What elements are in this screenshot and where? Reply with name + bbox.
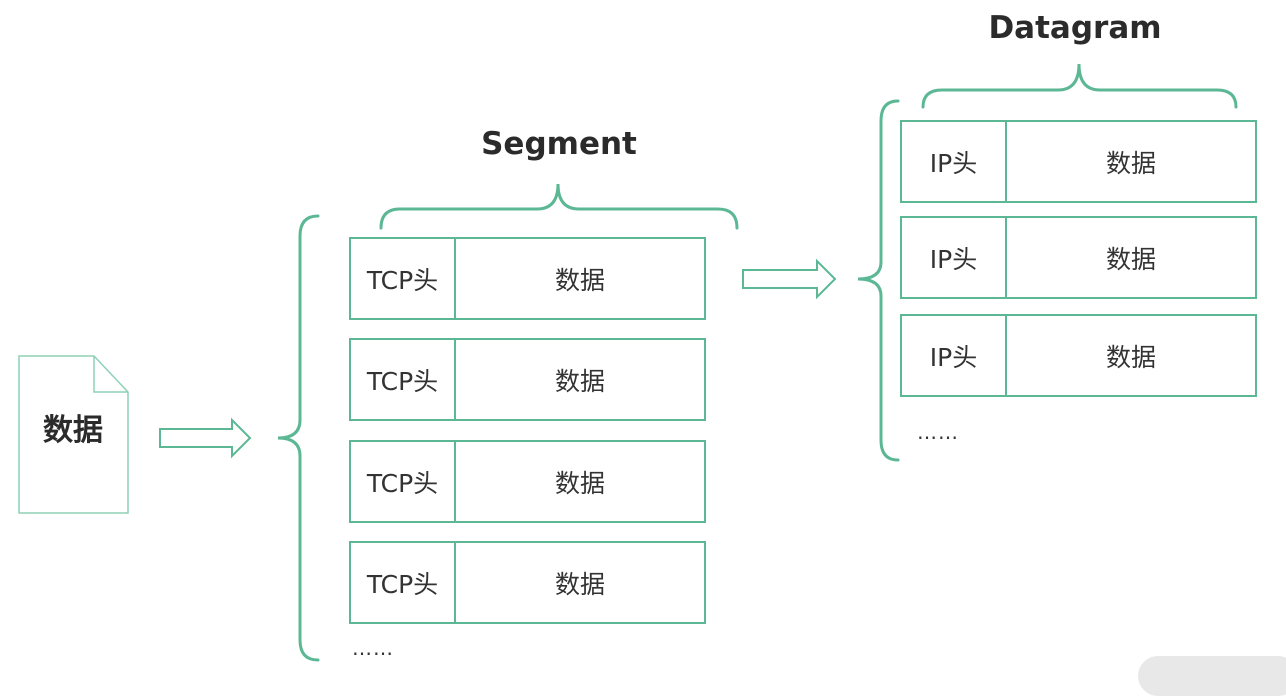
datagram-title: Datagram	[988, 10, 1162, 46]
ip-datagram-row: IP头 数据	[900, 216, 1257, 299]
curly-brace-icon	[921, 63, 1238, 109]
tcp-segment-row: TCP头 数据	[349, 338, 706, 421]
curly-brace-icon	[857, 99, 900, 462]
curly-brace-icon	[379, 183, 739, 230]
ip-data-cell: 数据	[1105, 244, 1156, 274]
tcp-header-cell: TCP头	[351, 543, 456, 622]
document-icon	[18, 355, 129, 514]
ip-datagram-row: IP头 数据	[900, 314, 1257, 397]
ip-header-cell: IP头	[902, 316, 1007, 395]
curly-brace-icon	[277, 214, 320, 662]
tcp-segment-row: TCP头 数据	[349, 440, 706, 523]
diagram-lines	[18, 63, 1238, 662]
ip-data-cell: 数据	[1105, 148, 1156, 178]
ip-data-cell: 数据	[1105, 342, 1156, 372]
right-arrow-icon	[159, 417, 252, 459]
segment-title: Segment	[481, 126, 637, 162]
tcp-segment-row: TCP头 数据	[349, 541, 706, 624]
tcp-header-cell: TCP头	[351, 340, 456, 419]
corner-overlay	[1138, 656, 1286, 696]
tcp-segment-row: TCP头 数据	[349, 237, 706, 320]
source-data-label: 数据	[43, 413, 103, 448]
ip-header-cell: IP头	[902, 218, 1007, 297]
ip-datagram-row: IP头 数据	[900, 120, 1257, 203]
datagram-ellipsis: ……	[917, 420, 959, 444]
ip-header-cell: IP头	[902, 122, 1007, 201]
tcp-data-cell: 数据	[554, 468, 605, 498]
segment-ellipsis: ……	[352, 636, 394, 660]
right-arrow-icon	[742, 258, 837, 300]
tcp-data-cell: 数据	[554, 569, 605, 599]
diagram: 数据 Segment Datagram TCP头 数据 TCP头 数据 TCP头…	[18, 10, 1286, 696]
tcp-header-cell: TCP头	[351, 239, 456, 318]
tcp-header-cell: TCP头	[351, 442, 456, 521]
tcp-data-cell: 数据	[554, 366, 605, 396]
tcp-data-cell: 数据	[554, 265, 605, 295]
